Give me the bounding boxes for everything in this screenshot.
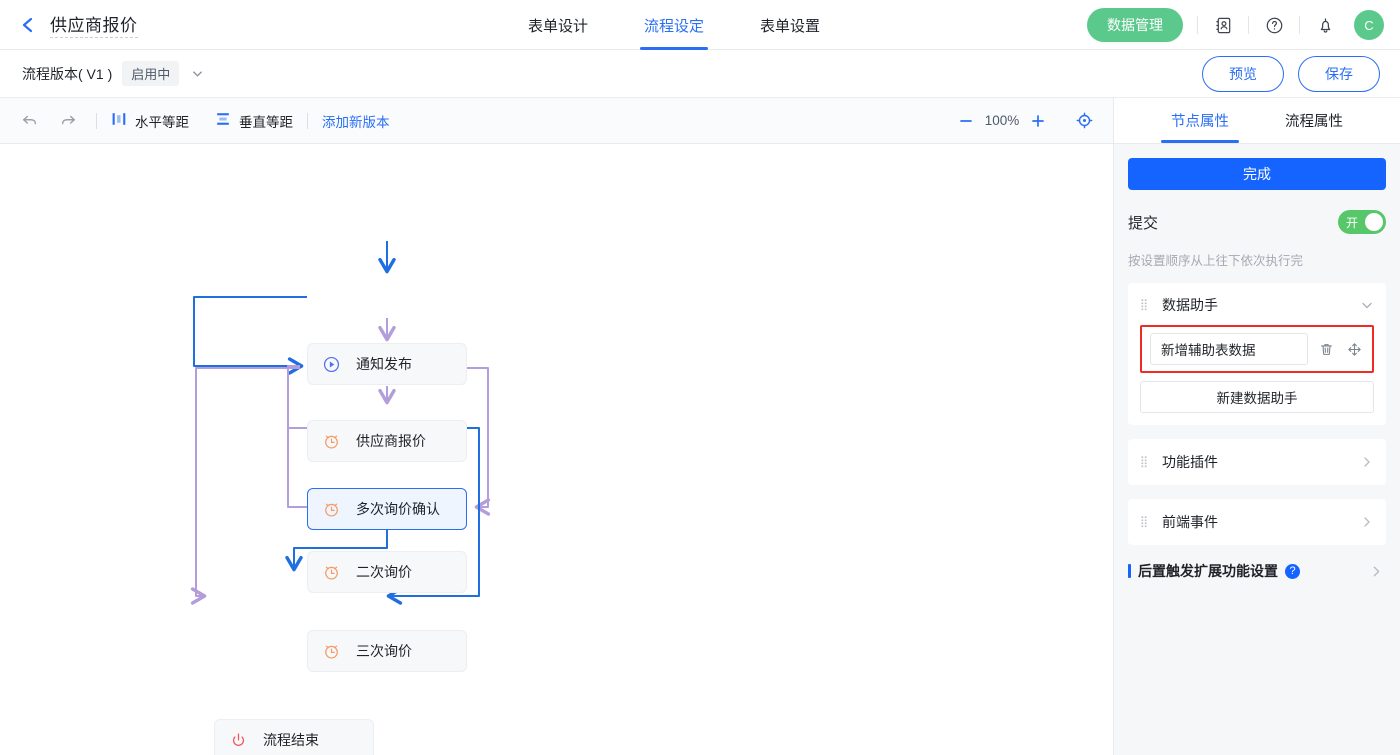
header-actions: 数据管理 [1087, 0, 1384, 50]
flow-node-label: 流程结束 [263, 732, 319, 748]
row-function-plugin[interactable]: ⣿ 功能插件 [1128, 439, 1386, 485]
undo-icon[interactable] [16, 107, 44, 135]
data-assistant-card: ⣿ 数据助手 新增辅助表数据 [1128, 283, 1386, 425]
contacts-icon[interactable] [1212, 14, 1234, 36]
help-icon[interactable] [1263, 14, 1285, 36]
zoom-out-icon[interactable] [951, 106, 981, 136]
flow-node-label: 三次询价 [356, 643, 412, 659]
data-assistant-title: 数据助手 [1162, 297, 1218, 313]
section-title: 后置触发扩展功能设置 [1138, 563, 1278, 579]
tab-node-properties[interactable]: 节点属性 [1171, 98, 1229, 143]
align-horizontal-button[interactable]: 水平等距 [111, 111, 189, 131]
redo-icon[interactable] [54, 107, 82, 135]
submit-row: 提交 开 [1128, 210, 1386, 234]
divider [96, 112, 97, 129]
panel-tabs: 节点属性 流程属性 [1114, 98, 1400, 144]
row-title: 前端事件 [1162, 514, 1218, 530]
status-badge: 启用中 [122, 61, 180, 86]
submit-toggle[interactable]: 开 [1338, 210, 1386, 234]
align-horizontal-label: 水平等距 [135, 114, 189, 130]
data-assistant-highlight: 新增辅助表数据 [1140, 325, 1374, 373]
align-vertical-label: 垂直等距 [239, 114, 293, 130]
chevron-down-icon[interactable] [191, 67, 204, 80]
bell-icon[interactable] [1314, 14, 1336, 36]
complete-button[interactable]: 完成 [1128, 158, 1386, 190]
flow-node-supplier-quote[interactable]: 供应商报价 [307, 420, 467, 462]
tab-flow-settings[interactable]: 流程设定 [616, 0, 732, 50]
question-mark-icon[interactable]: ? [1285, 563, 1300, 579]
tab-flow-properties[interactable]: 流程属性 [1285, 114, 1343, 130]
divider [307, 112, 308, 129]
back-icon[interactable] [18, 15, 38, 35]
recenter-icon[interactable] [1069, 106, 1099, 136]
flow-node-multi-quote-confirm[interactable]: 多次询价确认 [307, 488, 467, 530]
tab-form-design[interactable]: 表单设计 [528, 17, 589, 35]
data-management-button[interactable]: 数据管理 [1087, 8, 1183, 42]
zoom-controls: 100% [951, 106, 1099, 136]
version-bar: 流程版本( V1 ) 启用中 预览 保存 [0, 50, 1400, 98]
version-bar-actions: 预览 保存 [1202, 55, 1380, 92]
flow-node-third-quote[interactable]: 三次询价 [307, 630, 467, 672]
submit-toggle-text: 开 [1346, 215, 1359, 230]
data-assistant-item-row: 新增辅助表数据 [1150, 333, 1364, 365]
version-label: 流程版本( V1 ) [22, 65, 113, 82]
flow-node-second-quote[interactable]: 二次询价 [307, 551, 467, 593]
main-nav-tabs: 表单设计 流程设定 表单设置 [500, 0, 848, 50]
new-data-assistant-button[interactable]: 新建数据助手 [1140, 381, 1374, 413]
alarm-clock-icon [320, 430, 342, 452]
toggle-knob [1365, 213, 1383, 231]
align-horizontal-icon [111, 111, 127, 130]
row-title: 功能插件 [1162, 454, 1218, 470]
flow-node-label: 二次询价 [356, 564, 412, 580]
trash-icon[interactable] [1316, 339, 1336, 359]
chevron-right-icon [1360, 455, 1374, 469]
flow-node-label: 通知发布 [356, 356, 412, 372]
page-title[interactable]: 供应商报价 [50, 11, 138, 38]
panel-body: 完成 提交 开 按设置顺序从上往下依次执行完 ⣿ 数据助手 [1114, 144, 1400, 581]
play-circle-icon [320, 353, 342, 375]
data-assistant-header[interactable]: ⣿ 数据助手 [1140, 293, 1374, 317]
add-new-version-link[interactable]: 添加新版本 [322, 114, 390, 130]
preview-button[interactable]: 预览 [1202, 55, 1284, 92]
row-frontend-event[interactable]: ⣿ 前端事件 [1128, 499, 1386, 545]
data-assistant-name-input[interactable]: 新增辅助表数据 [1150, 333, 1308, 365]
flow-node-process-end[interactable]: 流程结束 [214, 719, 374, 755]
post-trigger-section[interactable]: 后置触发扩展功能设置 ? [1128, 561, 1386, 581]
tab-form-settings[interactable]: 表单设置 [760, 17, 821, 35]
chevron-right-icon [1360, 515, 1374, 529]
alarm-clock-icon [320, 640, 342, 662]
canvas-toolbar: 水平等距 垂直等距 添加新版本 100% [0, 98, 1113, 144]
avatar[interactable]: C [1354, 10, 1384, 40]
zoom-in-icon[interactable] [1023, 106, 1053, 136]
execution-order-hint: 按设置顺序从上往下依次执行完 [1128, 254, 1304, 268]
move-icon[interactable] [1344, 339, 1364, 359]
save-button[interactable]: 保存 [1298, 55, 1380, 92]
alarm-clock-icon [320, 498, 342, 520]
drag-handle-icon[interactable]: ⣿ [1140, 515, 1150, 528]
flow-edges [190, 241, 491, 605]
flow-node-label: 供应商报价 [356, 433, 426, 449]
chevron-right-icon [1369, 564, 1384, 579]
divider [1197, 16, 1198, 34]
power-off-icon [227, 729, 249, 751]
flow-node-notice-publish[interactable]: 通知发布 [307, 343, 467, 385]
zoom-level: 100% [984, 113, 1020, 128]
align-vertical-button[interactable]: 垂直等距 [215, 111, 293, 131]
divider [1248, 16, 1249, 34]
flow-canvas[interactable]: 通知发布 供应商报价 多次询价确认 [0, 144, 1113, 755]
align-vertical-icon [215, 111, 231, 130]
drag-handle-icon[interactable]: ⣿ [1140, 455, 1150, 468]
submit-label: 提交 [1128, 214, 1159, 232]
chevron-down-icon[interactable] [1360, 298, 1374, 312]
drag-handle-icon[interactable]: ⣿ [1140, 298, 1150, 311]
alarm-clock-icon [320, 561, 342, 583]
flow-node-label: 多次询价确认 [356, 501, 440, 517]
top-header: 供应商报价 表单设计 流程设定 表单设置 数据管理 [0, 0, 1400, 50]
section-accent-bar [1128, 564, 1131, 578]
right-properties-panel: 节点属性 流程属性 完成 提交 开 按设置顺序从上往下依次执行完 ⣿ 数据助手 [1113, 98, 1400, 755]
divider [1299, 16, 1300, 34]
